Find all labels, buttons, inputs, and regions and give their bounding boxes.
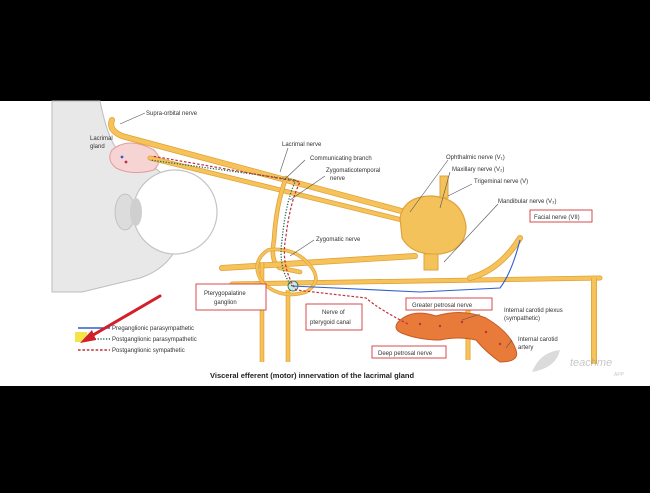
internal-carotid-artery <box>395 312 518 363</box>
diagram-caption: Visceral efferent (motor) innervation of… <box>210 371 414 380</box>
nerve-pterygoid-canal-box: Nerve of pterygoid canal <box>305 303 363 331</box>
label-greater-petrosal-nerve: Greater petrosal nerve <box>412 303 473 309</box>
label-lacrimal-nerve: Lacrimal nerve <box>282 142 322 148</box>
label-ophthalmic-nerve: Ophthalmic nerve (V₁) <box>446 155 505 161</box>
legend-label-preganglionic: Preganglionic parasympathetic <box>112 326 194 332</box>
label-internal-carotid-plexus-line1: Internal carotid plexus <box>504 308 563 314</box>
watermark: teachme APP <box>532 350 625 378</box>
trigeminal-ganglion <box>399 175 467 271</box>
label-pterygopalatine-line2: ganglion <box>214 300 237 306</box>
label-internal-carotid-artery-line1: Internal carotid <box>518 337 558 343</box>
watermark-subtext: APP <box>614 372 625 378</box>
label-facial-nerve: Facial nerve (VII) <box>534 215 580 221</box>
label-pterygoid-canal-line2: pterygoid canal <box>310 320 351 326</box>
label-supra-orbital-nerve: Supra-orbital nerve <box>146 111 198 117</box>
label-pterygopalatine-line1: Pterygopalatine <box>204 291 246 297</box>
deep-petrosal-nerve-box: Deep petrosal nerve <box>371 345 447 359</box>
postganglionic-parasympathetic-path <box>149 159 297 287</box>
watermark-leaf-icon <box>532 350 560 372</box>
eyeball <box>114 169 218 255</box>
lacrimal-gland <box>109 142 160 174</box>
label-zygomaticotemporal-line1: Zygomaticotemporal <box>326 168 380 174</box>
label-pterygoid-canal-line1: Nerve of <box>322 310 345 316</box>
pterygopalatine-ganglion-box: Pterygopalatine ganglion <box>195 283 267 311</box>
pointer-arrow <box>75 294 162 343</box>
label-mandibular-nerve: Mandibular nerve (V₃) <box>498 199 556 205</box>
label-zygomatic-nerve: Zygomatic nerve <box>316 237 361 243</box>
preganglionic-parasympathetic-path <box>291 239 521 293</box>
legend-label-post-parasympathetic: Postganglionic parasympathetic <box>112 337 197 343</box>
label-internal-carotid-plexus-line2: (sympathetic) <box>504 316 540 322</box>
label-trigeminal-nerve: Trigeminal nerve (V) <box>474 179 528 185</box>
label-lacrimal-gland-line1: Lacrimal <box>90 136 113 142</box>
label-internal-carotid-artery-line2: artery <box>518 345 533 351</box>
label-maxillary-nerve: Maxillary nerve (V₂) <box>452 167 504 173</box>
leader-lines <box>119 112 513 349</box>
label-zygomaticotemporal-line2: nerve <box>330 176 346 182</box>
greater-petrosal-nerve-box: Greater petrosal nerve <box>405 297 493 311</box>
legend-label-post-sympathetic: Postganglionic sympathetic <box>112 348 185 354</box>
facial-nerve-box: Facial nerve (VII) <box>529 209 593 223</box>
postganglionic-sympathetic-path <box>151 155 409 325</box>
watermark-text: teachme <box>570 357 612 369</box>
label-deep-petrosal-nerve: Deep petrosal nerve <box>378 351 433 357</box>
label-lacrimal-gland-line2: gland <box>90 144 105 150</box>
label-communicating-branch: Communicating branch <box>310 156 372 162</box>
